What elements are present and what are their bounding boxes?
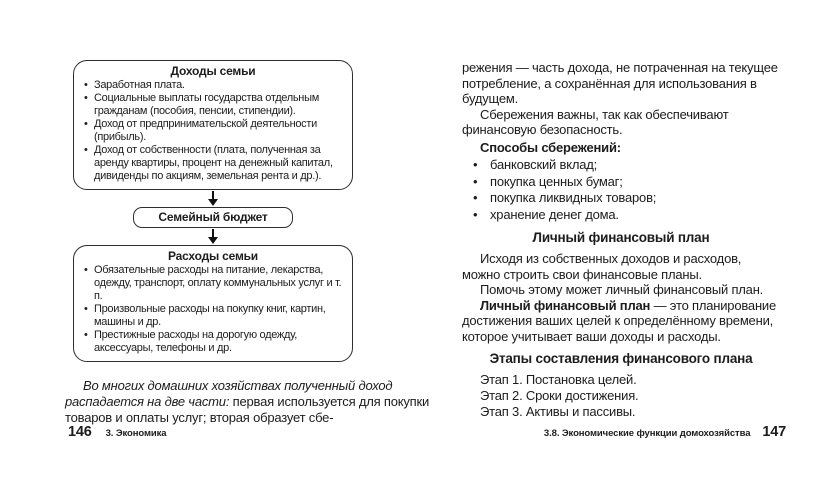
income-list: Заработная плата. Социальные выплаты гос… [82,79,344,183]
paragraph-plan-helps: Помочь этому может личный финансовый пла… [480,282,764,297]
paragraph-savings-importance: Сбережения важны, так как обеспечивают ф… [462,106,729,138]
savings-methods-heading: Способы сбережений: [480,139,621,155]
left-page-paragraph: Во многих домашних хозяйствах полученный… [65,378,431,426]
list-item: Престижные расходы на дорогую одежду, ак… [84,329,344,355]
left-page-footer: 146 3. Экономика [68,424,167,440]
income-box: Доходы семьи Заработная плата. Социальны… [73,60,353,190]
list-item: Социальные выплаты государства отдельным… [84,92,344,118]
paragraph-plan-definition: Личный финансовый план — это планировани… [462,298,780,345]
page-number: 146 [68,424,92,440]
expenses-list: Обязательные расходы на питание, лекарст… [82,264,344,355]
list-item: хранение денег дома. [473,207,780,224]
step-line: Этап 3. Активы и пассивы. [480,404,636,419]
list-item: Доход от собственности (плата, полученна… [84,144,344,183]
step-line: Этап 2. Сроки достижения. [480,388,639,403]
list-item: Заработная плата. [84,79,344,92]
personal-plan-heading: Личный финансовый план [532,230,710,245]
list-item: Произвольные расходы на покупку книг, ка… [84,303,344,329]
arrow-down-icon [73,228,353,245]
step-line: Этап 1. Постановка целей. [480,372,637,387]
left-page: Доходы семьи Заработная плата. Социальны… [65,60,431,426]
expenses-box: Расходы семьи Обязательные расходы на пи… [73,245,353,362]
paragraph-savings-def: режения — часть дохода, не потраченная н… [462,60,778,106]
page-number: 147 [762,424,786,440]
family-budget-diagram: Доходы семьи Заработная плата. Социальны… [73,60,353,362]
expenses-box-title: Расходы семьи [167,249,258,263]
paragraph-rest: первая используется для покупки товаров … [65,394,430,425]
arrow-down-icon [73,190,353,207]
paragraph-own-plans: Исходя из собственных доходов и расходов… [462,251,742,282]
right-page: режения — часть дохода, не потраченная н… [462,60,780,420]
running-title: 3. Экономика [105,428,167,439]
list-item: покупка ценных бумаг; [473,174,780,191]
right-page-footer: 3.8. Экономические функции домохозяйства… [544,424,786,440]
budget-box: Семейный бюджет [133,207,293,228]
plan-steps: Этап 1. Постановка целей. Этап 2. Сроки … [462,372,780,420]
definition-rest: — это планирование достижения ваших целе… [462,297,777,344]
list-item: банковский вклад; [473,157,780,174]
list-item: Доход от предпринимательской деятельност… [84,118,344,144]
plan-stages-heading: Этапы составления финансового плана [489,351,753,366]
italic-lead: Во многих домашних хозяйствах полученный… [65,378,393,409]
list-item: Обязательные расходы на питание, лекарст… [84,264,344,303]
income-box-title: Доходы семьи [170,64,256,78]
savings-methods-list: банковский вклад; покупка ценных бумаг; … [462,157,780,223]
running-title: 3.8. Экономические функции домохозяйства [543,428,751,439]
list-item: покупка ликвидных товаров; [473,190,780,207]
definition-term: Личный финансовый план [480,297,651,313]
